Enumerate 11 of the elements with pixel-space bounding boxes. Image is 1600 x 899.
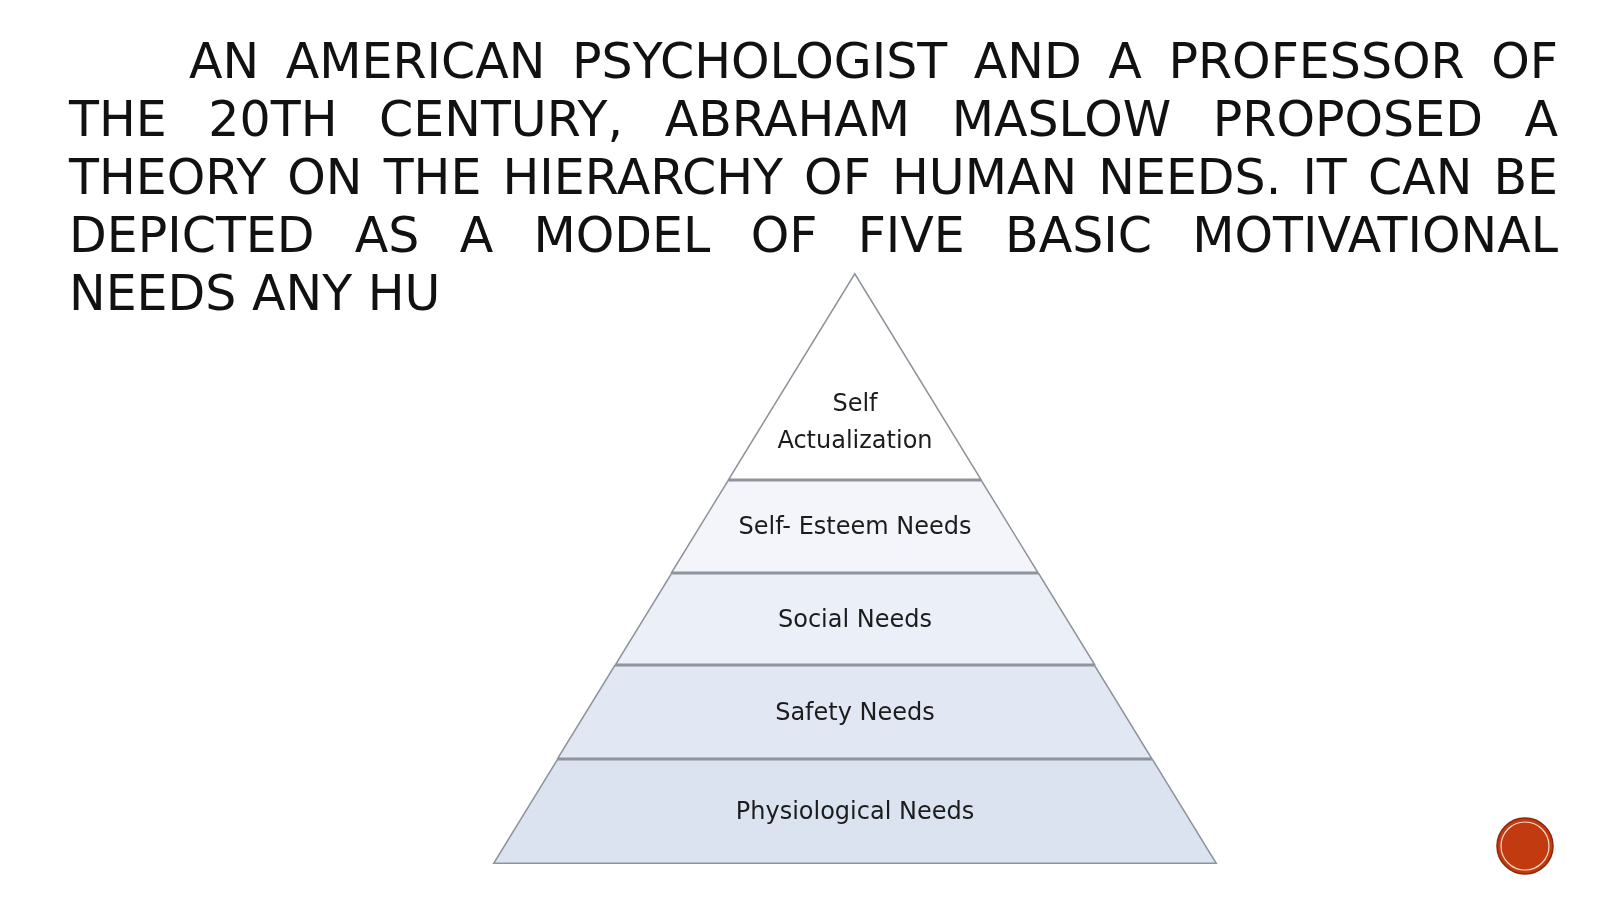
- level-label: Self- Esteem Needs: [738, 511, 972, 542]
- pyramid-level: [671, 480, 1039, 573]
- pyramid-level: [557, 665, 1153, 759]
- level-label: Social Needs: [777, 603, 932, 635]
- pyramid-level: [614, 573, 1096, 665]
- slide-heading: AN AMERICAN PSYCHOLOGIST AND A PROFESSOR OF THE 20TH CENTURY, ABRAHAM MASLOW PROPOSED A THEORY ON THE HIERARCHY OF HUMAN NEEDS. IT CAN BE DEPICTED AS A MODEL OF FIVE BASIC MOTIVATIONAL NEEDS ANY HU: [69, 33, 1558, 323]
- pyramid-apex-level: [728, 273, 982, 480]
- level-label: Physiological Needs: [735, 796, 975, 827]
- pyramid-level: [493, 759, 1217, 864]
- level-label: Safety Needs: [775, 696, 935, 728]
- level-label: Self Actualization: [777, 388, 933, 456]
